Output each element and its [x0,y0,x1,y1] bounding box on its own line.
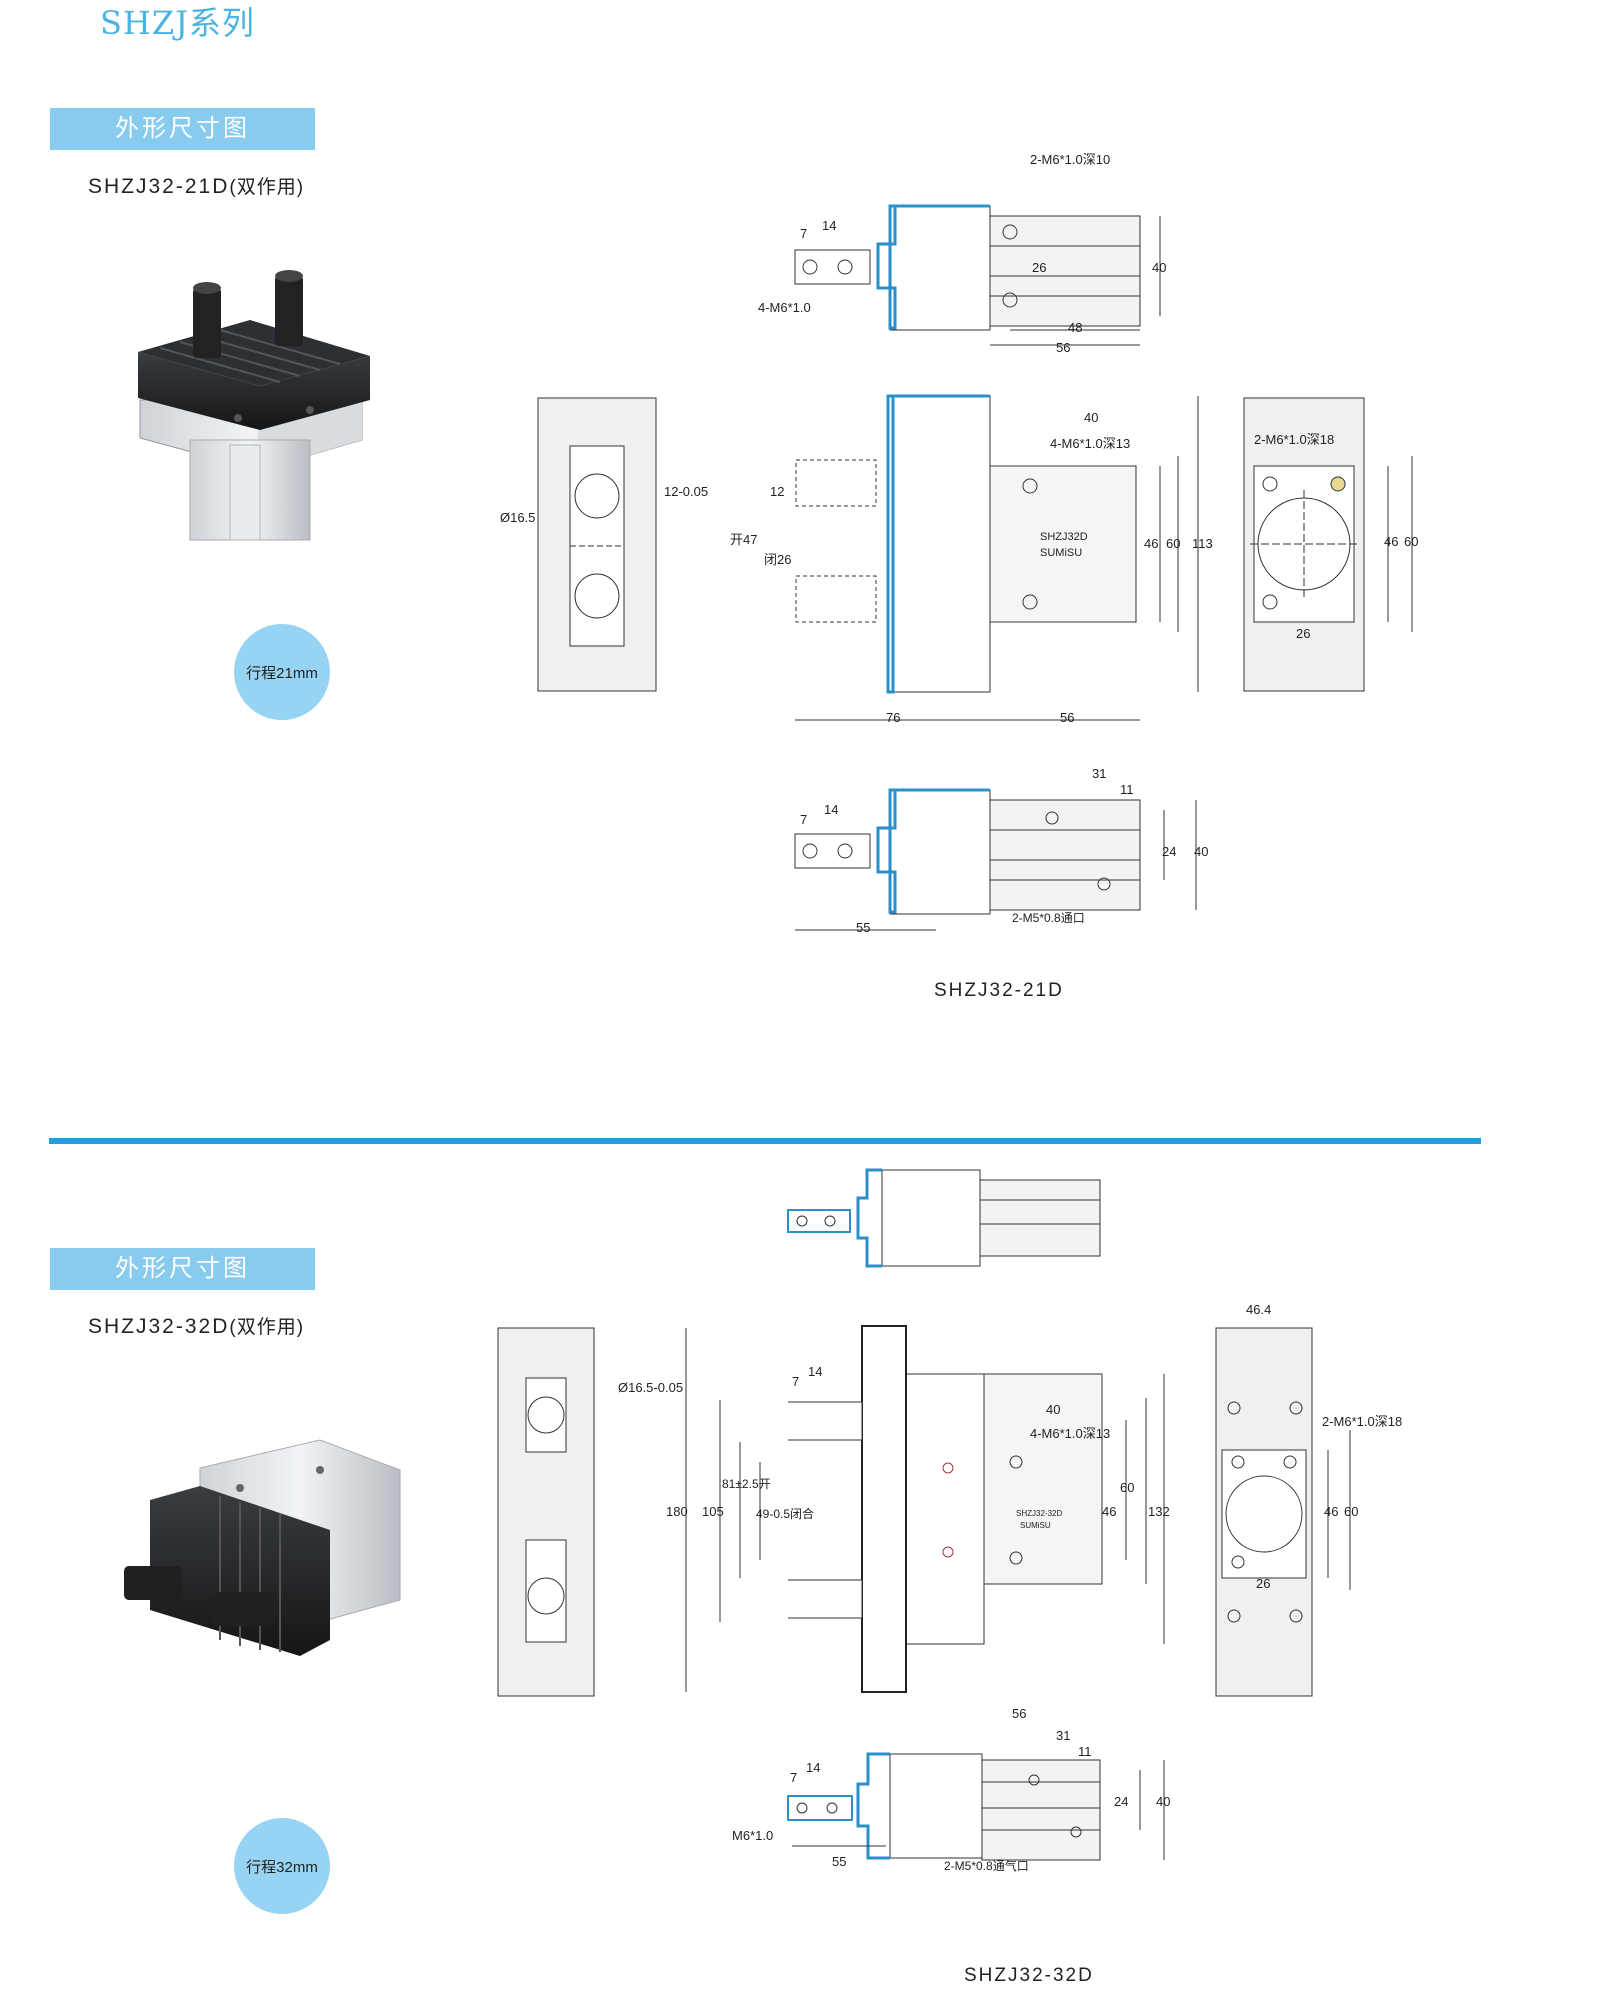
dim-21d-d27: 31 [1092,766,1106,781]
drawing-21d-end-view [1243,397,1413,692]
dim-21d-d25: 60 [1404,534,1418,549]
dim-21d-d7: 48 [1068,320,1082,335]
dim-21d-d4: 26 [1032,260,1046,275]
dim-32d-e21: 31 [1056,1728,1070,1743]
dim-32d-e17: 46 [1324,1504,1338,1519]
dim-32d-e20: 56 [1012,1706,1026,1721]
dim-32d-e13: SHZJ32-32D [1016,1509,1062,1518]
dim-21d-d29: 7 [800,812,807,827]
product-photo-32d [124,1439,401,1656]
dim-32d-e23: 7 [790,1770,797,1785]
dim-32d-e6: 81±2.5开 [722,1477,771,1491]
dim-21d-d3: 14 [822,218,836,233]
dim-32d-e26: 40 [1156,1794,1170,1809]
dim-21d-d17: SUMiSU [1040,547,1082,559]
dim-32d-e12: 132 [1148,1504,1170,1519]
section2-stroke-badge: 行程32mm [234,1818,330,1914]
dim-21d-d11: 12-0.05 [664,484,708,499]
dim-32d-e5: 4-M6*1.0深13 [1030,1426,1110,1441]
dim-32d-e28: 55 [832,1854,846,1869]
drawing-32d-front-view [685,1325,1165,1693]
dim-21d-d10: 4-M6*1.0深13 [1050,436,1130,451]
dim-21d-d18: 46 [1144,536,1158,551]
dim-21d-d1: 2-M6*1.0深10 [1030,152,1110,167]
drawing-21d-front-view [795,394,1199,721]
dim-32d-e3: 14 [808,1364,822,1379]
drawing-21d-side-view-left [537,397,657,692]
dim-21d-d31: 24 [1162,844,1176,859]
dim-21d-d30: 14 [824,802,838,817]
drawing-32d-end-view [1215,1327,1351,1697]
drawing-32d-top-view [787,1168,1101,1268]
dim-32d-e4: 40 [1046,1402,1060,1417]
dim-21d-d9: 40 [1084,410,1098,425]
section1-model-sub: (双作用) [229,177,305,198]
section2-model-sub: (双作用) [229,1317,305,1338]
dim-21d-d16: SHZJ32D [1040,531,1088,543]
dim-21d-d19: 60 [1166,536,1180,551]
dim-32d-e9: 105 [702,1504,724,1519]
drawing-21d-bottom-view [794,788,1197,931]
dim-32d-e1: Ø16.5-0.05 [618,1380,683,1395]
dim-32d-e16: 2-M6*1.0深18 [1322,1414,1402,1429]
dim-21d-d22: 56 [1060,710,1074,725]
dim-21d-d14: 开47 [730,532,757,547]
dim-32d-e22: 11 [1078,1744,1092,1759]
dim-21d-d32: 40 [1194,844,1208,859]
dim-21d-d21: 76 [886,710,900,725]
dim-32d-e15: 46.4 [1246,1302,1271,1317]
page-title: SHZJ系列 [100,4,255,42]
section1-model-name: SHZJ32-21D [88,175,230,198]
section2-tag: 外形尺寸图 [50,1248,315,1290]
section-divider [49,1138,1481,1144]
dim-32d-e2: 7 [792,1374,799,1389]
product-photo-21d [138,270,370,541]
dim-21d-d26: 26 [1296,626,1310,641]
dim-21d-d23: 2-M6*1.0深18 [1254,432,1334,447]
dim-21d-d15: 闭26 [764,552,791,567]
dim-21d-d20: 113 [1192,536,1213,551]
dim-21d-d6: 4-M6*1.0 [758,300,811,315]
dim-32d-e8: 180 [666,1504,688,1519]
dim-21d-d33: 55 [856,920,870,935]
section2-caption: SHZJ32-32D [964,1965,1094,1986]
dim-21d-d5: 40 [1152,260,1166,275]
dim-32d-e18: 60 [1344,1504,1358,1519]
section1-caption: SHZJ32-21D [934,980,1064,1001]
dim-32d-e25: 24 [1114,1794,1128,1809]
dim-21d-d12: Ø16.5 [500,510,535,525]
dim-32d-e14: SUMiSU [1020,1521,1051,1530]
dim-32d-e27: M6*1.0 [732,1828,773,1843]
dim-32d-e29: 2-M5*0.8通气口 [944,1858,1029,1873]
dim-21d-d28: 11 [1120,782,1134,797]
dim-21d-d13: 12 [770,484,784,499]
section1-model: SHZJ32-21D(双作用) [88,172,304,199]
drawing-21d-top-view [794,204,1161,346]
dim-21d-d34: 2-M5*0.8通口 [1012,911,1085,925]
dim-21d-d8: 56 [1056,340,1070,355]
dim-32d-e10: 60 [1120,1480,1134,1495]
section2-model: SHZJ32-32D(双作用) [88,1312,304,1339]
dim-32d-e19: 26 [1256,1576,1270,1591]
dim-32d-e11: 46 [1102,1504,1116,1519]
dim-32d-e24: 14 [806,1760,820,1775]
dim-32d-e7: 49-0.5闭合 [756,1506,814,1521]
dim-21d-d2: 7 [800,226,807,241]
drawing-32d-bottom-view [787,1752,1165,1861]
section1-tag: 外形尺寸图 [50,108,315,150]
drawing-32d-side-view-left [497,1327,595,1697]
section1-stroke-badge: 行程21mm [234,624,330,720]
dim-21d-d24: 46 [1384,534,1398,549]
section2-model-name: SHZJ32-32D [88,1315,230,1338]
